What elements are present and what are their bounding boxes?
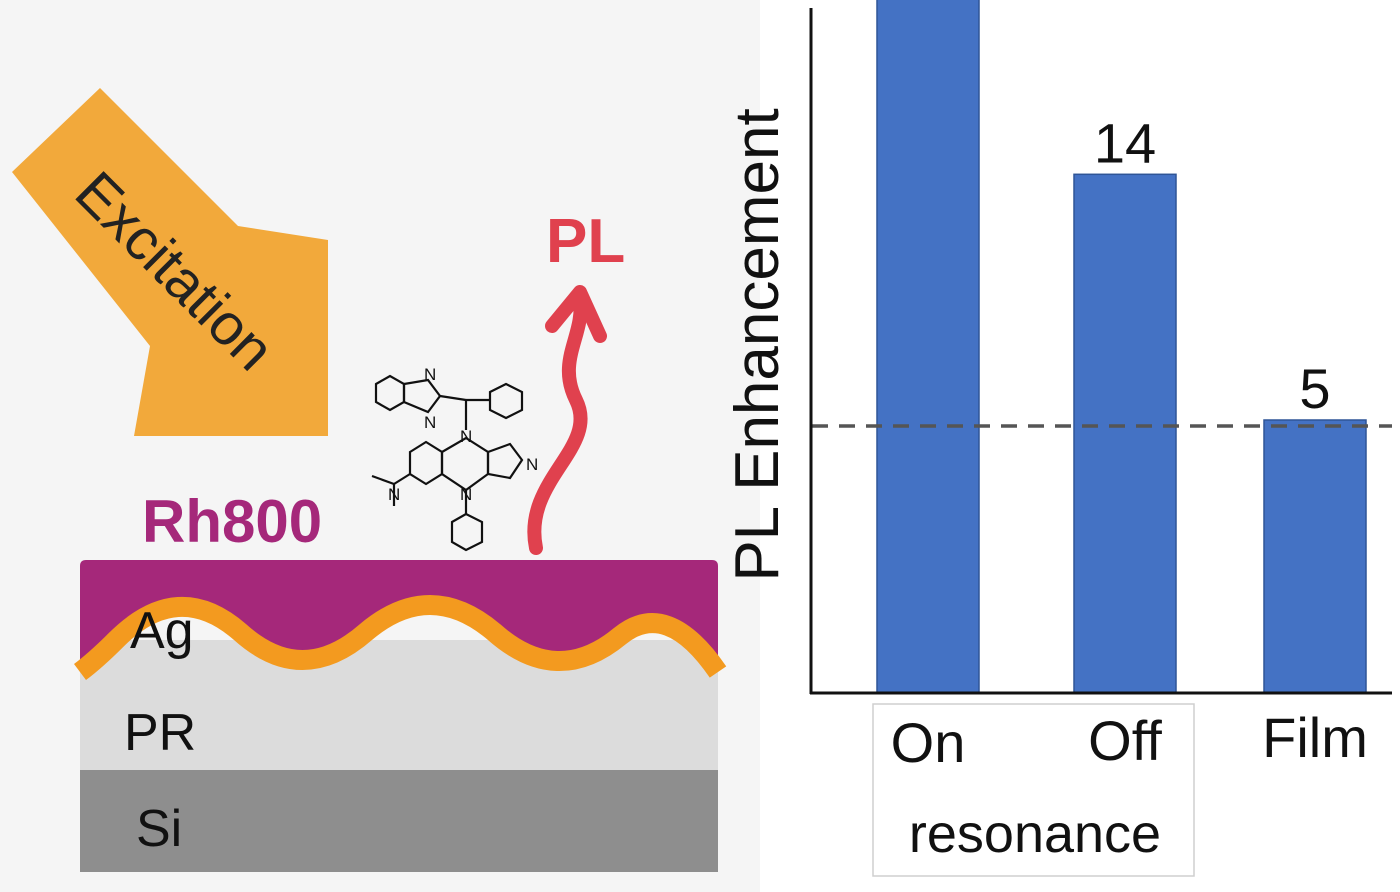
layer-label-pr: PR xyxy=(124,704,196,762)
excitation-arrow xyxy=(12,88,328,436)
molecule-bond xyxy=(439,394,467,402)
atom-label: N xyxy=(424,365,436,384)
data-labels-group: 22145 xyxy=(1094,111,1331,420)
y-axis-label: PL Enhancement xyxy=(723,108,792,581)
atom-label: N xyxy=(460,427,472,446)
molecule-imidazole-ring xyxy=(402,378,442,414)
resonance-group-box xyxy=(872,703,1195,877)
schematic-panel: Excitation PL Rh800 N N N N xyxy=(12,88,727,872)
pl-label: PL xyxy=(546,207,625,276)
atom-label: N xyxy=(388,485,400,504)
category-label: Film xyxy=(1262,706,1368,769)
pl-arrow-head xyxy=(545,285,607,343)
bars-group xyxy=(876,0,1367,694)
molecule-phenyl-ring xyxy=(488,382,524,420)
molecule-n-phenyl-ring xyxy=(450,512,484,552)
molecule-pyrazole-ring xyxy=(486,442,524,480)
dye-label: Rh800 xyxy=(142,488,322,555)
ag-interface-line xyxy=(73,595,727,680)
data-label: 14 xyxy=(1094,111,1156,174)
molecule-bond xyxy=(371,474,395,486)
molecule-bond xyxy=(393,473,411,485)
rh800-layer xyxy=(80,560,718,672)
category-labels-group: On Off Film xyxy=(891,706,1368,774)
pl-wavy-arrow xyxy=(527,293,588,555)
layer-label-ag: Ag xyxy=(130,602,194,660)
category-label: Off xyxy=(1088,709,1162,772)
molecule-atom-labels: N N N N N N xyxy=(388,365,538,504)
bar-off xyxy=(1073,173,1177,694)
atom-label: N xyxy=(460,485,472,504)
bar-on xyxy=(876,0,980,694)
layer-label-si: Si xyxy=(136,800,182,858)
atom-label: N xyxy=(526,455,538,474)
group-label: resonance xyxy=(909,804,1161,864)
pr-layer xyxy=(80,640,718,770)
bar-film xyxy=(1263,419,1367,694)
category-label: On xyxy=(891,711,966,774)
molecule-structure xyxy=(371,374,524,552)
atom-label: N xyxy=(424,413,436,432)
si-layer xyxy=(80,768,718,872)
data-label: 5 xyxy=(1299,357,1330,420)
